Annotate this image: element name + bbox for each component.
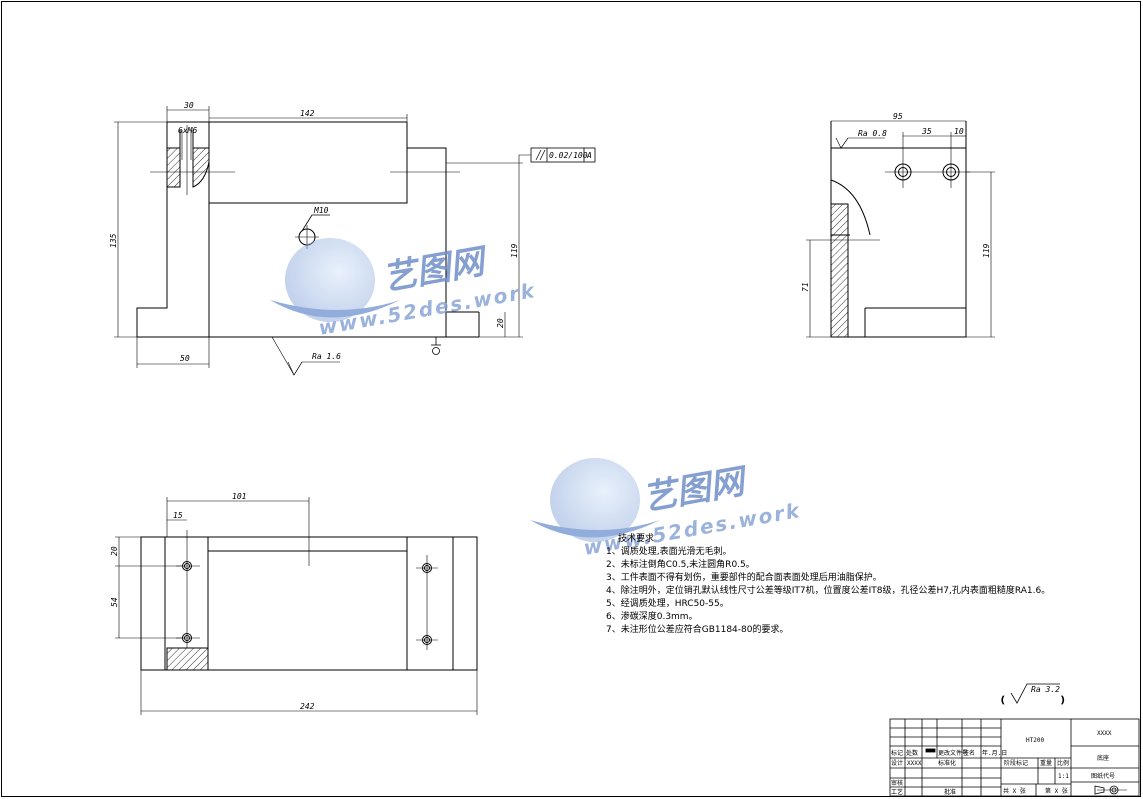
title-block-text: 标记 处数 更改文件号 签名 年.月.日 设计 XXXX 标准化 审核 工艺 批…: [891, 730, 1115, 796]
tb-sheet-no: 第 X 张: [1045, 787, 1068, 795]
tech-item-6: 6、渗碳深度0.3mm。: [606, 610, 698, 622]
dim-50: 50: [180, 354, 190, 363]
front-view-labels: 30 142 6xM6 0.02/100 A 135 M10 119 20 50…: [109, 101, 592, 363]
dim-95: 95: [893, 112, 903, 121]
dim-142: 142: [300, 109, 315, 118]
roughness-ra32: Ra 3.2: [1031, 685, 1060, 694]
dim-135: 135: [109, 233, 118, 248]
tb-scale-value: 1:1: [1058, 773, 1069, 780]
tb-change-doc: 更改文件号: [938, 749, 968, 757]
dim-plan-20: 20: [110, 546, 119, 556]
tech-item-1: 1、调质处理,表面光滑无毛刺。: [606, 545, 732, 557]
tech-title: 技术要求: [618, 532, 654, 544]
tb-design: 设计: [891, 759, 903, 767]
dim-242: 242: [300, 702, 315, 711]
dim-119: 119: [510, 243, 519, 258]
tb-weight: 重量: [1040, 759, 1052, 767]
tech-item-5: 5、经调质处理，HRC50-55。: [606, 597, 729, 609]
side-view-labels: 95 35 10 Ra 0.8 119 71: [801, 112, 991, 292]
plan-view: [115, 497, 478, 715]
svg-text:): ): [1061, 696, 1065, 706]
tech-item-3: 3、工件表面不得有划伤，重要部件的配合面表面处理后用油脂保护。: [606, 571, 882, 583]
tol-value: 0.02/100: [549, 151, 588, 160]
tb-standardize: 标准化: [938, 759, 956, 767]
dim-thread: 6xM6: [178, 126, 197, 135]
tb-material: HT200: [1026, 737, 1044, 744]
tb-review: 审核: [891, 779, 903, 787]
tb-count: 处数: [906, 749, 918, 757]
dim-35: 35: [921, 127, 932, 136]
dim-30: 30: [183, 101, 194, 110]
dim-20: 20: [496, 318, 505, 328]
technical-requirements: 技术要求 1、调质处理,表面光滑无毛刺。 2、未标注倒角C0.5,未注圆角R0.…: [606, 532, 1050, 635]
general-roughness: ( Ra 3.2 ): [1001, 683, 1065, 706]
title-block: [889, 718, 1140, 797]
dim-side-119: 119: [982, 243, 991, 258]
tb-part-code: XXXX: [1097, 730, 1112, 737]
dim-10: 10: [954, 127, 964, 136]
dim-54: 54: [110, 597, 119, 607]
dim-101: 101: [232, 492, 246, 501]
dim-71: 71: [801, 282, 810, 292]
tb-part-name: 底座: [1097, 754, 1109, 762]
tb-sheets-total: 共 X 张: [1003, 787, 1026, 795]
svg-text:(: (: [1001, 696, 1005, 706]
tech-item-7: 7、未注形位公差应符合GB1184-80的要求。: [606, 623, 788, 635]
tb-scale: 比例: [1057, 759, 1069, 767]
tech-item-2: 2、未标注倒角C0.5,未注圆角R0.5。: [606, 558, 755, 570]
roughness-ra08: Ra 0.8: [858, 129, 887, 138]
tol-datum: A: [586, 151, 592, 160]
tb-design-name: XXXX: [907, 760, 922, 767]
tb-mark: 标记: [891, 749, 903, 757]
front-view: [114, 106, 596, 376]
dim-15: 15: [173, 511, 183, 520]
tb-drawing-no: 图纸代号: [1091, 772, 1115, 780]
watermark-middle: 艺图网 www.52des.work: [530, 458, 803, 560]
dim-m10: M10: [313, 206, 329, 215]
tb-process: 工艺: [891, 788, 903, 796]
side-view: [806, 120, 995, 338]
tb-date: 年.月.日: [982, 749, 1007, 757]
tb-stage-mark: 阶段标记: [1004, 759, 1028, 767]
roughness-ra16: Ra 1.6: [312, 352, 341, 361]
plan-view-labels: 101 15 20 54 242: [110, 492, 315, 711]
tb-signature: 签名: [963, 749, 975, 757]
tb-approve: 批准: [944, 788, 956, 796]
tech-item-4: 4、除注明外，定位销孔默认线性尺寸公差等级IT7机，位置度公差IT8级，孔径公差…: [606, 584, 1050, 596]
